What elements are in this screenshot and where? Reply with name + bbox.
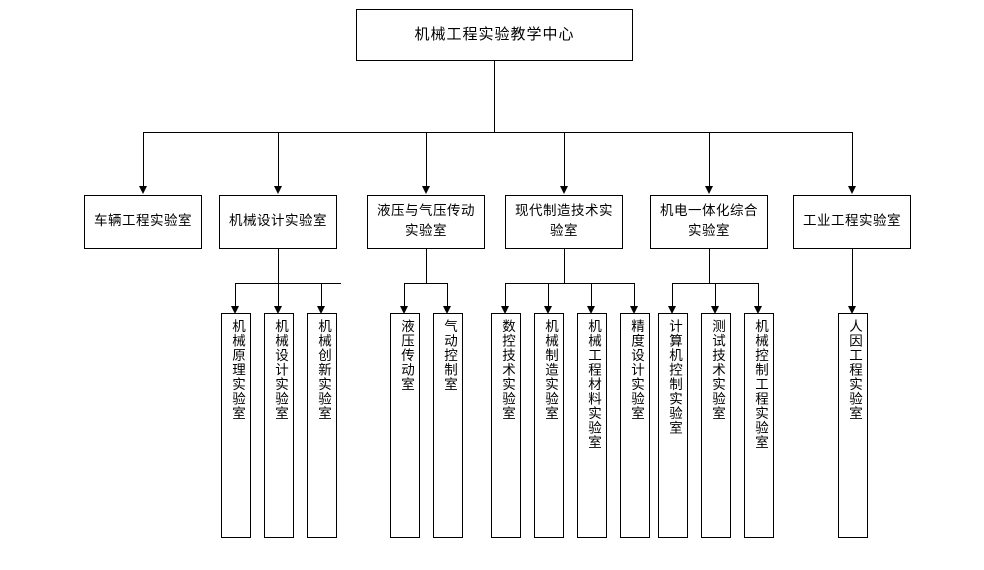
node-l2-label-5: 机电一体化综合实验室 <box>660 203 758 239</box>
node-mechanical-design-lab[interactable]: 机械设计实验室 <box>219 195 337 249</box>
node-leaf-label-1: 机械原理实验室 <box>228 319 245 421</box>
node-leaf-precision-design-lab[interactable]: 精度设计实验室 <box>620 313 650 538</box>
arrow-down-icon-c2 <box>544 306 552 314</box>
arrow-down-icon-c1 <box>501 306 509 314</box>
node-l2-label-4: 现代制造技术实验室 <box>515 203 613 239</box>
node-leaf-label-7: 机械制造实验室 <box>541 319 558 421</box>
connector-drop-c3 <box>591 283 592 307</box>
node-root-label: 机械工程实验教学中心 <box>414 25 575 44</box>
arrow-down-icon-2 <box>274 186 282 194</box>
arrow-down-icon-c4 <box>630 306 638 314</box>
node-leaf-label-12: 机械控制工程实验室 <box>751 319 768 450</box>
arrow-down-icon-b1 <box>400 306 408 314</box>
node-industrial-engineering-lab[interactable]: 工业工程实验室 <box>793 195 911 249</box>
arrow-down-icon-b2 <box>443 306 451 314</box>
node-leaf-cnc-technology-lab[interactable]: 数控技术实验室 <box>491 313 521 538</box>
node-l2-label-1: 车辆工程实验室 <box>94 213 192 230</box>
node-leaf-label-10: 计算机控制实验室 <box>665 319 682 435</box>
connector-main-bus <box>143 132 852 133</box>
node-mechatronics-lab[interactable]: 机电一体化综合实验室 <box>650 195 768 249</box>
node-leaf-label-11: 测试技术实验室 <box>708 319 725 421</box>
connector-drop-a3 <box>321 283 322 307</box>
node-leaf-label-6: 数控技术实验室 <box>498 319 515 421</box>
node-leaf-human-factors-engineering-lab[interactable]: 人因工程实验室 <box>838 313 868 538</box>
arrow-down-icon-a1 <box>231 306 239 314</box>
connector-drop-5 <box>709 132 710 187</box>
node-root-center[interactable]: 机械工程实验教学中心 <box>356 9 633 61</box>
arrow-down-icon-3 <box>422 186 430 194</box>
connector-drop-2 <box>278 132 279 187</box>
arrow-down-icon-d3 <box>754 306 762 314</box>
arrow-down-icon-d2 <box>711 306 719 314</box>
connector-drop-d3 <box>758 283 759 307</box>
node-modern-manufacturing-lab[interactable]: 现代制造技术实验室 <box>505 195 623 249</box>
node-leaf-engineering-materials-lab[interactable]: 机械工程材料实验室 <box>577 313 607 538</box>
connector-bus-group-c <box>505 283 635 284</box>
connector-bus-group-a <box>235 283 341 284</box>
connector-drop-d1 <box>672 283 673 307</box>
arrow-down-icon-6 <box>848 186 856 194</box>
connector-root-stem <box>494 61 495 132</box>
node-l2-label-3: 液压与气压传动实验室 <box>377 203 475 239</box>
arrow-down-icon-a2 <box>274 306 282 314</box>
node-leaf-label-13: 人因工程实验室 <box>845 319 862 421</box>
node-leaf-label-4: 液压传动室 <box>397 319 414 392</box>
node-leaf-mechanical-control-engineering-lab[interactable]: 机械控制工程实验室 <box>744 313 774 538</box>
node-leaf-mechanical-principles-lab[interactable]: 机械原理实验室 <box>221 313 251 538</box>
node-leaf-hydraulic-transmission-room[interactable]: 液压传动室 <box>390 313 420 538</box>
node-leaf-mechanical-innovation-lab[interactable]: 机械创新实验室 <box>307 313 337 538</box>
connector-drop-1 <box>143 132 144 187</box>
connector-drop-4 <box>564 132 565 187</box>
node-leaf-testing-technology-lab[interactable]: 测试技术实验室 <box>701 313 731 538</box>
connector-drop-b1 <box>404 283 405 307</box>
connector-stem-group-b <box>426 249 427 284</box>
connector-stem-group-a <box>278 249 279 284</box>
connector-drop-a1 <box>235 283 236 307</box>
connector-drop-3 <box>426 132 427 187</box>
node-leaf-label-5: 气动控制室 <box>440 319 457 392</box>
arrow-down-icon-4 <box>560 186 568 194</box>
connector-drop-c4 <box>634 283 635 307</box>
node-leaf-label-9: 精度设计实验室 <box>627 319 644 421</box>
connector-stem-group-c <box>564 249 565 284</box>
connector-stem-group-d <box>709 249 710 284</box>
node-vehicle-engineering-lab[interactable]: 车辆工程实验室 <box>84 195 202 249</box>
connector-stem-group-e <box>852 249 853 307</box>
node-leaf-label-2: 机械设计实验室 <box>271 319 288 421</box>
node-l2-label-6: 工业工程实验室 <box>803 213 901 230</box>
arrow-down-icon-d1 <box>668 306 676 314</box>
connector-drop-c2 <box>548 283 549 307</box>
connector-bus-group-b <box>404 283 448 284</box>
arrow-down-icon-e1 <box>848 306 856 314</box>
connector-drop-c1 <box>505 283 506 307</box>
arrow-down-icon-5 <box>705 186 713 194</box>
node-leaf-label-3: 机械创新实验室 <box>314 319 331 421</box>
node-leaf-mechanical-design-lab[interactable]: 机械设计实验室 <box>264 313 294 538</box>
arrow-down-icon-a3 <box>317 306 325 314</box>
connector-drop-b2 <box>447 283 448 307</box>
node-hydraulic-pneumatic-lab[interactable]: 液压与气压传动实验室 <box>367 195 485 249</box>
node-leaf-label-8: 机械工程材料实验室 <box>584 319 601 450</box>
node-leaf-computer-control-lab[interactable]: 计算机控制实验室 <box>658 313 688 538</box>
connector-drop-d2 <box>715 283 716 307</box>
connector-drop-6 <box>852 132 853 187</box>
node-leaf-mechanical-manufacturing-lab[interactable]: 机械制造实验室 <box>534 313 564 538</box>
node-l2-label-2: 机械设计实验室 <box>229 213 327 230</box>
node-leaf-pneumatic-control-room[interactable]: 气动控制室 <box>433 313 463 538</box>
arrow-down-icon-c3 <box>587 306 595 314</box>
connector-drop-a2 <box>278 283 279 307</box>
arrow-down-icon-1 <box>139 186 147 194</box>
